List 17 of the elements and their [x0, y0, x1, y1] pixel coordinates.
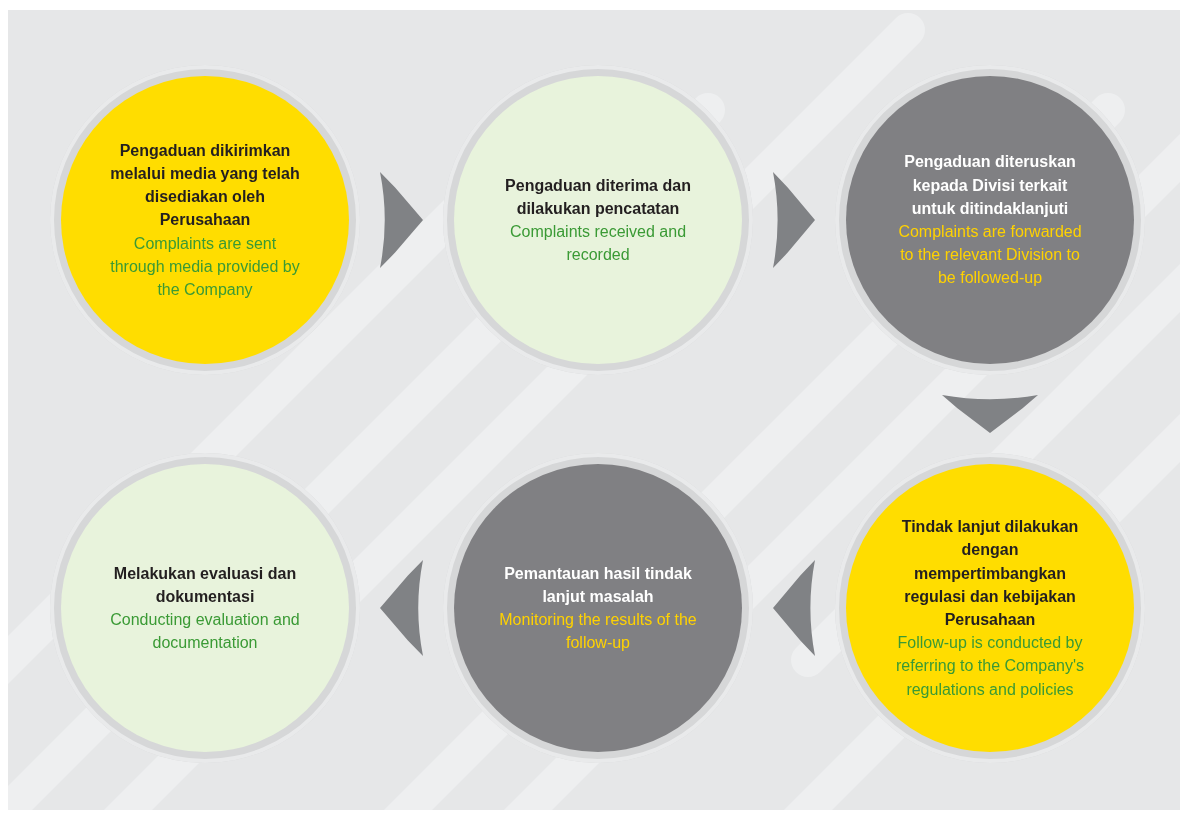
step-title: Pengaduan diterima dan dilakukan pencatatan: [504, 175, 692, 219]
step-translation: Follow-up is conducted by referring to the Company's regulations and policies: [895, 633, 1085, 700]
step-translation: Complaints are sent through media provided by the Company: [109, 233, 301, 300]
chevron-arrow: [773, 172, 815, 268]
step-title: Melakukan evaluasi dan dokumentasi: [112, 563, 298, 607]
chevron-arrow: [773, 560, 815, 656]
step-translation: Monitoring the results of the follow-up: [498, 610, 698, 654]
step-title: Pengaduan dikirimkan melalui media yang telah disediakan oleh Perusahaan: [109, 140, 301, 231]
chevron-arrow: [942, 395, 1038, 433]
step-title: Tindak lanjut dilakukan dengan mempertimbangkan regulasi dan kebijakan Perusahaan: [900, 517, 1080, 630]
step-translation: Conducting evaluation and documentation: [109, 610, 301, 654]
step-translation: Complaints received and recorded: [508, 222, 688, 266]
chevron-arrow: [380, 172, 423, 268]
chevron-arrow: [380, 560, 423, 656]
step-title: Pengaduan diteruskan kepada Divisi terkait untuk ditindaklanjuti: [903, 152, 1077, 219]
step-title: Pemantauan hasil tindak lanjut masalah: [503, 563, 693, 607]
step-translation: Complaints are forwarded to the relevant Division to be followed-up: [897, 222, 1083, 289]
